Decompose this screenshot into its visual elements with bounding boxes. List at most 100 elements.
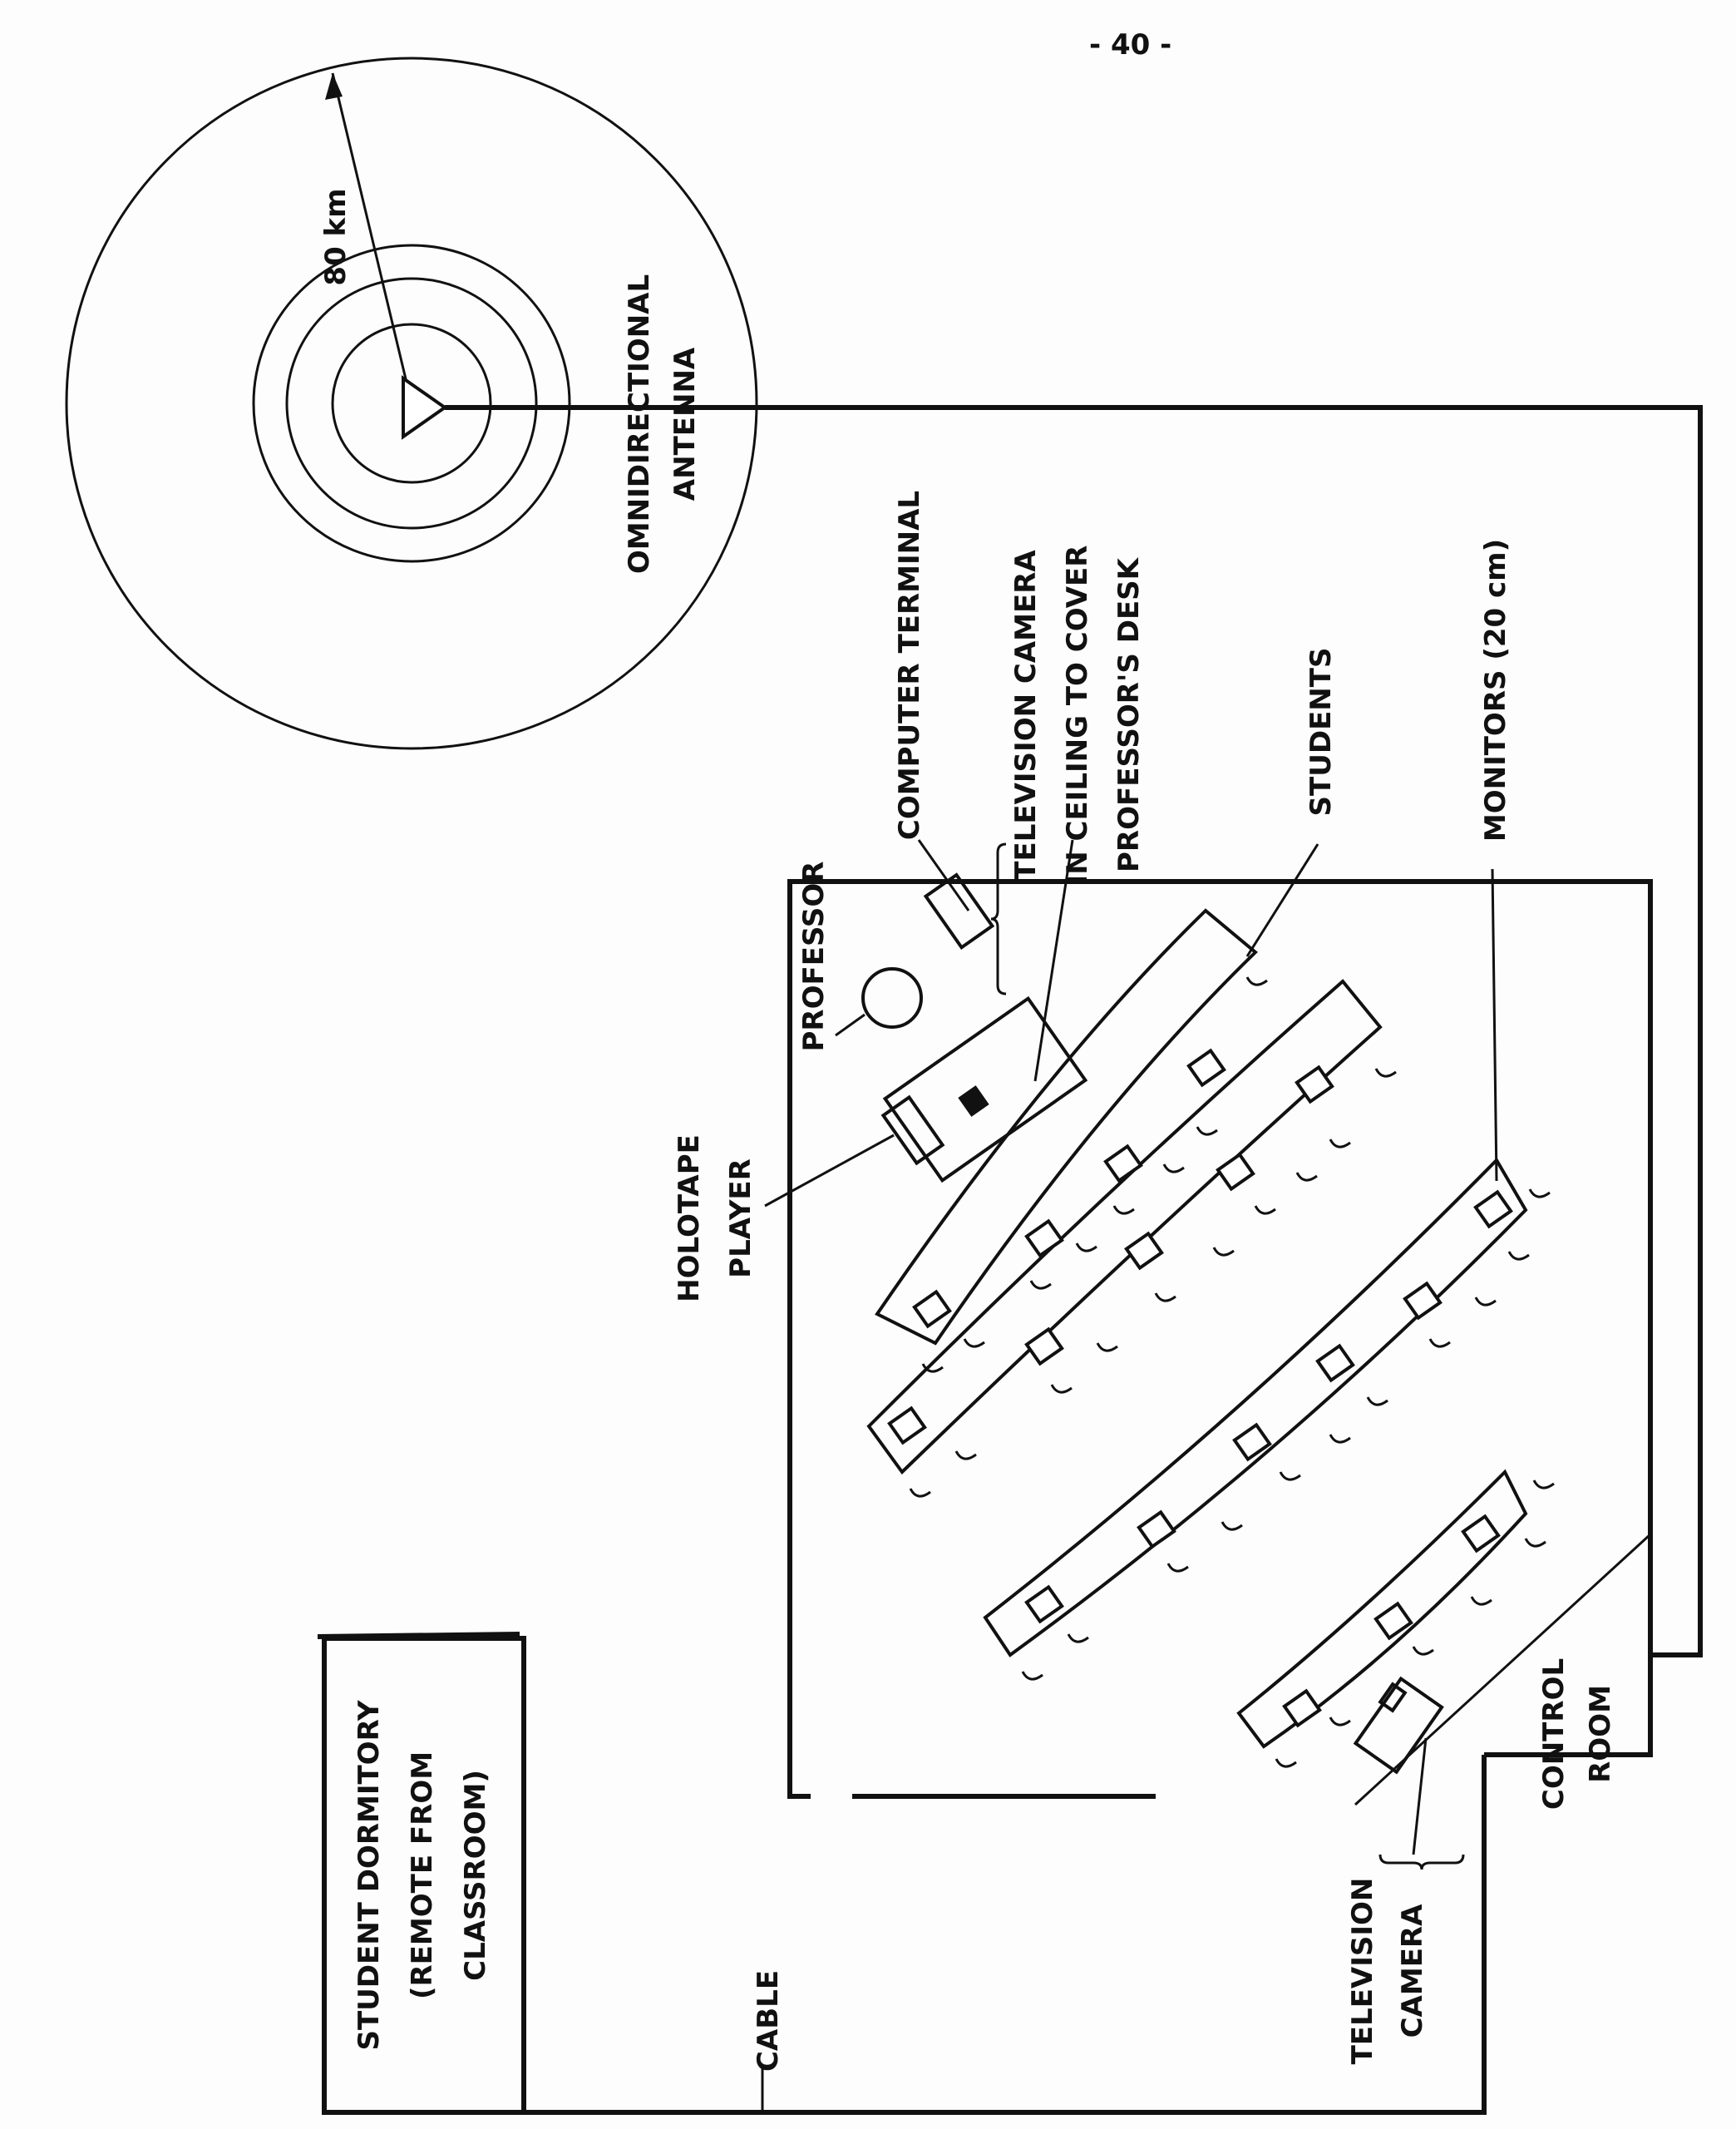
monitor	[912, 1289, 952, 1329]
monitor	[1024, 1218, 1064, 1258]
monitor	[1374, 1601, 1413, 1641]
control-room-label-1: CONTROL	[1537, 1658, 1571, 1810]
monitor	[1137, 1509, 1176, 1549]
student-seat	[909, 1488, 931, 1498]
monitor	[1232, 1422, 1272, 1462]
antenna-feed-line	[445, 405, 1703, 1657]
page-number: - 40 -	[1089, 28, 1171, 62]
dormitory-label-3: CLASSROOM)	[459, 1770, 492, 1981]
professor-label: PROFESSOR	[797, 862, 831, 1052]
antenna-label-line1: OMNIDIRECTIONAL	[623, 274, 656, 574]
student-seat	[1279, 1471, 1301, 1481]
tv-camera-label-2: CAMERA	[1396, 1904, 1429, 2038]
tv-camera-ceiling-label-3: PROFESSOR'S DESK	[1112, 556, 1146, 872]
student-seat	[1524, 1538, 1546, 1548]
students-label: STUDENTS	[1304, 648, 1338, 817]
student-seat	[954, 1450, 977, 1460]
student-seat	[1329, 1717, 1351, 1726]
desk-row-1	[875, 908, 1258, 1346]
student-seat	[1470, 1596, 1492, 1606]
student-seat	[1412, 1646, 1434, 1656]
dormitory-top-line	[317, 1632, 520, 1639]
student-seat	[1474, 1297, 1497, 1307]
desk-row-4	[1236, 1469, 1528, 1749]
tv-camera-ceiling-brace	[990, 842, 1007, 995]
monitor	[1024, 1326, 1064, 1366]
antenna-coverage	[65, 57, 758, 750]
student-seats	[909, 976, 1555, 1768]
television-camera-lens	[1378, 1682, 1408, 1713]
computer-terminal-pointer	[917, 839, 970, 911]
dormitory-label-2: (REMOTE FROM	[406, 1751, 439, 1999]
student-seat	[1329, 1434, 1351, 1444]
monitor	[1124, 1231, 1164, 1271]
holotape-label-2: PLAYER	[724, 1158, 757, 1278]
television-camera-body	[1353, 1676, 1444, 1775]
camera-pointer	[1412, 1737, 1428, 1855]
student-seat	[1162, 1163, 1185, 1173]
monitor	[1461, 1514, 1501, 1554]
student-seat	[1329, 1139, 1351, 1148]
monitors-pointer	[1491, 868, 1498, 1182]
monitor	[1473, 1189, 1513, 1229]
professor-pointer	[835, 1013, 866, 1037]
holotape-pointer	[764, 1134, 895, 1208]
student-seat	[1075, 1242, 1097, 1252]
student-seat	[921, 1363, 944, 1373]
student-seat	[1366, 1396, 1388, 1406]
monitor	[1024, 1584, 1064, 1624]
cable-line	[524, 1825, 1487, 2115]
student-seat	[963, 1338, 985, 1348]
radius-line	[331, 72, 413, 404]
monitor	[1282, 1688, 1322, 1728]
student-seat	[1021, 1671, 1043, 1681]
radius-arrowhead	[325, 73, 343, 100]
antenna-label-line2: ANTENNA	[668, 347, 702, 501]
coverage-circle-1	[331, 323, 492, 484]
monitor	[1315, 1343, 1355, 1383]
tv-camera-brace	[1378, 1854, 1465, 1870]
student-seat	[1067, 1633, 1089, 1643]
student-seat	[1166, 1563, 1189, 1573]
student-seat	[1221, 1521, 1243, 1531]
monitor	[1186, 1048, 1226, 1088]
student-seat	[1112, 1205, 1135, 1215]
student-seat	[1428, 1338, 1451, 1348]
coverage-circle-3	[252, 244, 571, 563]
student-seat	[1254, 1205, 1276, 1215]
tv-camera-ceiling-label-1: TELEVISION CAMERA	[1009, 550, 1043, 881]
student-rows	[866, 908, 1528, 1749]
classroom-walls	[787, 879, 1653, 1799]
student-seat	[1196, 1126, 1218, 1136]
cable-label: CABLE	[752, 1970, 785, 2072]
student-seat	[1374, 1068, 1397, 1078]
students-pointer	[1245, 843, 1319, 957]
tv-camera-ceiling-pointer	[1033, 839, 1074, 1082]
student-seat	[1050, 1384, 1073, 1394]
monitor	[1216, 1152, 1255, 1192]
student-seat	[1275, 1758, 1297, 1768]
professor-desk	[882, 995, 1088, 1183]
monitors	[887, 1048, 1513, 1728]
computer-terminal-label: COMPUTER TERMINAL	[893, 491, 926, 840]
control-room-label-2: ROOM	[1584, 1685, 1617, 1783]
student-seat	[1507, 1251, 1530, 1261]
student-dormitory-box	[322, 1636, 526, 2115]
holotape-player	[880, 1094, 945, 1166]
student-seat	[1212, 1247, 1235, 1257]
student-seat	[1528, 1188, 1551, 1198]
dormitory-label-1: STUDENT DORMITORY	[353, 1700, 386, 2050]
student-seat	[1154, 1292, 1176, 1302]
tv-camera-label-1: TELEVISION	[1346, 1878, 1379, 2065]
holotape-label-1: HOLOTAPE	[673, 1134, 706, 1302]
computer-terminal	[923, 872, 995, 951]
monitor	[1403, 1281, 1443, 1321]
student-seat	[1295, 1172, 1318, 1182]
radius-label: 80 km	[319, 188, 353, 285]
professor-icon	[861, 967, 923, 1029]
student-seat	[1029, 1280, 1052, 1290]
desk-camera-mark	[958, 1085, 989, 1117]
student-seat	[1532, 1479, 1555, 1489]
